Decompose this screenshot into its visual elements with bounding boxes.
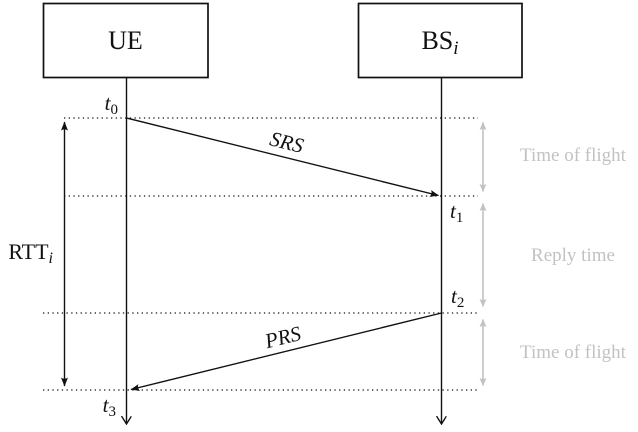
timestamp-t1-text: t xyxy=(450,199,457,223)
ue-node-label: UE xyxy=(108,26,143,55)
rtt-label: RTTi xyxy=(8,239,53,267)
timestamp-t1: t1 xyxy=(450,199,463,226)
timestamp-t2-text: t xyxy=(451,284,458,308)
tof-bottom-label: Time of flight xyxy=(520,342,627,363)
rtt-label-subscript: i xyxy=(49,250,53,267)
timestamp-t2-subscript: 2 xyxy=(457,295,465,311)
timestamp-t0: t0 xyxy=(105,91,118,118)
timestamp-t1-subscript: 1 xyxy=(456,210,464,226)
srs-message-arrow xyxy=(126,117,439,197)
bs-node-label-subscript: i xyxy=(453,38,458,59)
ue-node-label-text: UE xyxy=(108,26,143,55)
bs-node-label: BSi xyxy=(421,26,458,59)
ue-node-box xyxy=(42,2,209,79)
timestamp-t3-subscript: 3 xyxy=(109,404,117,420)
timestamp-t0-subscript: 0 xyxy=(111,102,119,118)
bs-node-box xyxy=(357,2,523,79)
srs-message-label: SRS xyxy=(267,126,306,158)
rtt-label-text: RTT xyxy=(8,239,49,264)
timestamp-t3-text: t xyxy=(103,393,110,417)
reply-time-label: Reply time xyxy=(531,245,615,266)
timestamp-t3: t3 xyxy=(103,393,116,420)
prs-message-arrow xyxy=(130,312,442,391)
tof-top-label: Time of flight xyxy=(520,145,627,166)
bs-node-label-text: BS xyxy=(421,26,453,55)
timestamp-t2: t2 xyxy=(451,284,464,311)
timestamp-t0-text: t xyxy=(105,91,112,115)
